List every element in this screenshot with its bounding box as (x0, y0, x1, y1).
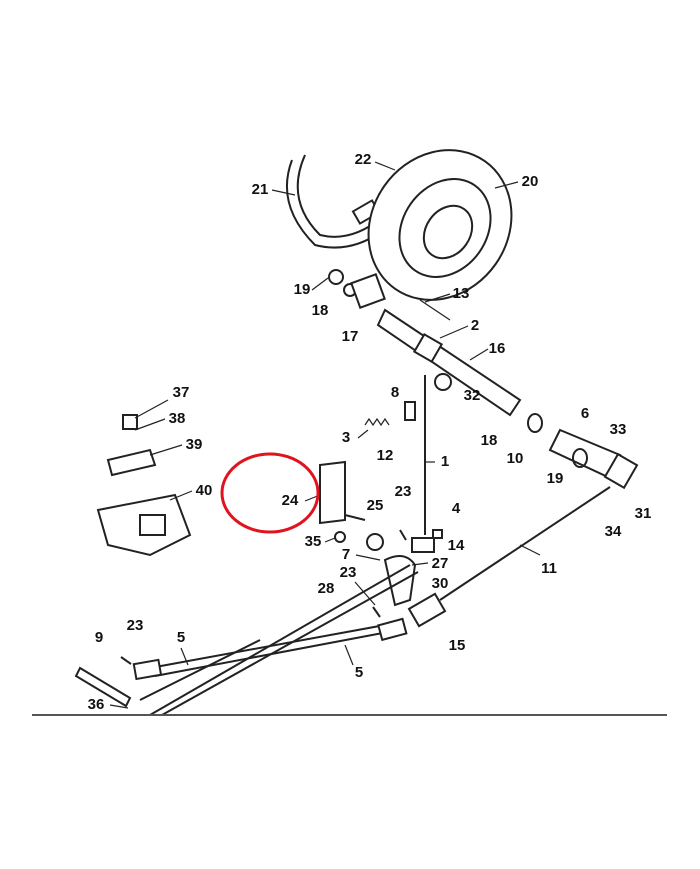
callout-36: 36 (88, 696, 105, 713)
nut-35 (334, 531, 346, 543)
callout-12: 12 (377, 447, 394, 464)
callout-31: 31 (635, 505, 652, 522)
callout-5: 5 (355, 664, 363, 681)
callout-35: 35 (305, 533, 322, 550)
callout-6: 6 (581, 405, 589, 422)
callout-5: 5 (177, 629, 185, 646)
callout-33: 33 (610, 421, 627, 438)
nut-32 (434, 373, 452, 391)
callout-23: 23 (127, 617, 144, 634)
leader-lines (109, 161, 541, 709)
callout-8: 8 (391, 384, 399, 401)
pedal-pad-40 (96, 493, 192, 557)
bush-25 (366, 533, 384, 551)
bracket-39 (106, 448, 157, 477)
callout-23: 23 (395, 483, 412, 500)
pin-23 (372, 606, 381, 618)
bush-10 (527, 413, 543, 433)
callout-18: 18 (312, 302, 329, 319)
callout-17: 17 (342, 328, 359, 345)
pedal-frame (139, 564, 419, 716)
blank-area (0, 716, 700, 869)
switch-37 (122, 414, 138, 430)
links-5 (132, 617, 408, 681)
highlight-circle (220, 452, 320, 534)
shaft-9 (74, 666, 132, 708)
pad-hole (139, 514, 166, 536)
callout-1: 1 (441, 453, 449, 470)
callout-20: 20 (522, 173, 539, 190)
callout-3: 3 (342, 429, 350, 446)
callout-24: 24 (282, 492, 299, 509)
callout-14: 14 (448, 537, 465, 554)
callout-30: 30 (432, 575, 449, 592)
callout-15: 15 (449, 637, 466, 654)
block-4 (432, 529, 443, 539)
callout-labels: 21 22 20 19 18 17 13 2 16 37 38 8 32 6 3… (88, 151, 652, 713)
pin-23 (120, 656, 132, 665)
callout-27: 27 (432, 555, 449, 572)
callout-28: 28 (318, 580, 335, 597)
callout-37: 37 (173, 384, 190, 401)
callout-25: 25 (367, 497, 384, 514)
cable-11 (439, 486, 611, 601)
block-14 (411, 537, 435, 553)
callout-32: 32 (464, 387, 481, 404)
callout-22: 22 (355, 151, 372, 168)
clamp-7 (383, 555, 417, 607)
spring-3 (364, 417, 390, 427)
callout-19: 19 (547, 470, 564, 487)
cross-shaft (376, 299, 522, 417)
clevis-34 (603, 452, 639, 490)
callout-2: 2 (471, 317, 479, 334)
callout-18: 18 (481, 432, 498, 449)
callout-9: 9 (95, 629, 103, 646)
callout-13: 13 (453, 285, 470, 302)
bearing-17 (350, 273, 386, 309)
brake-drum (367, 149, 513, 301)
callout-19: 19 (294, 281, 311, 298)
callout-10: 10 (507, 450, 524, 467)
bracket-8 (404, 401, 416, 421)
ring-19 (328, 269, 344, 285)
callout-40: 40 (196, 482, 213, 499)
callout-34: 34 (605, 523, 622, 540)
callout-7: 7 (342, 546, 350, 563)
plate-24 (319, 460, 366, 525)
callout-4: 4 (452, 500, 461, 517)
ring-19b (572, 448, 588, 468)
callout-11: 11 (541, 560, 557, 577)
callout-23: 23 (340, 564, 357, 581)
callout-21: 21 (252, 181, 269, 198)
callout-38: 38 (169, 410, 186, 427)
callout-39: 39 (186, 436, 203, 453)
pin-23 (399, 529, 407, 541)
clevis-15 (407, 592, 447, 628)
callout-16: 16 (489, 340, 506, 357)
